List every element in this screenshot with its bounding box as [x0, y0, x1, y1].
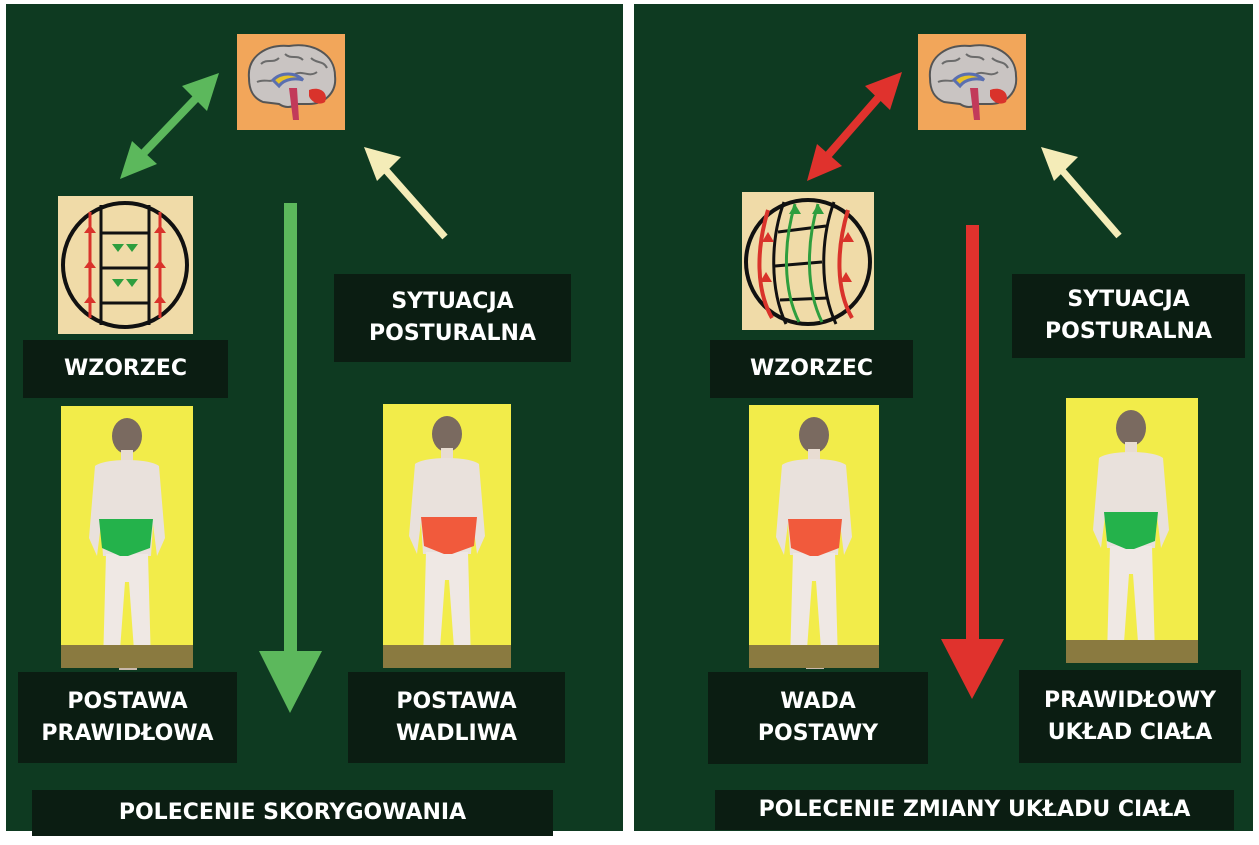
correction-command-label: POLECENIE SKORYGOWANIA — [32, 790, 553, 836]
change-command-label: POLECENIE ZMIANY UKŁADU CIAŁA — [715, 790, 1234, 830]
brain-icon — [237, 34, 345, 130]
pattern-label: WZORZEC — [23, 340, 228, 398]
situation-label-right: SYTUACJA POSTURALNA — [1012, 274, 1245, 358]
spine-pattern-icon-right — [742, 192, 874, 330]
faulty-posture-label: POSTAWA WADLIWA — [348, 672, 565, 763]
child-photo-correct-body-alignment — [1066, 398, 1198, 663]
correct-posture-label: POSTAWA PRAWIDŁOWA — [18, 672, 237, 763]
child-photo-correct-posture — [61, 406, 193, 670]
brain-icon-right — [918, 34, 1026, 130]
child-photo-posture-defect — [749, 405, 879, 669]
situation-label: SYTUACJA POSTURALNA — [334, 274, 571, 362]
posture-defect-label: WADA POSTAWY — [708, 672, 928, 764]
correct-body-alignment-label: PRAWIDŁOWY UKŁAD CIAŁA — [1019, 670, 1241, 763]
spine-pattern-icon — [58, 196, 193, 334]
child-photo-faulty-posture — [383, 404, 511, 668]
pattern-label-right: WZORZEC — [710, 340, 913, 398]
